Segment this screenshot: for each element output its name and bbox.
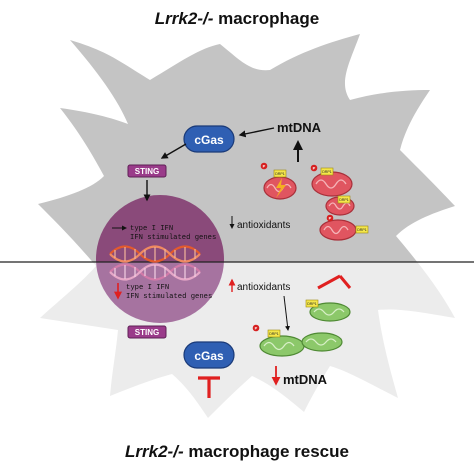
bottom-ifn-label: type I IFN IFN stimulated genes xyxy=(114,283,212,301)
bottom-ifn-line2: IFN stimulated genes xyxy=(126,293,212,301)
bottom-ifn-line1: type I IFN xyxy=(126,284,169,292)
bottom-cgas: cGas xyxy=(183,341,235,369)
svg-text:DRP1: DRP1 xyxy=(307,302,317,306)
dna-helix-bottom xyxy=(109,263,201,281)
top-sting-label: STING xyxy=(135,167,159,176)
top-antioxidants: antioxidants xyxy=(229,216,290,231)
top-cgas-label: cGas xyxy=(194,133,224,147)
mitochondrion-6: DRP1 xyxy=(305,299,351,322)
mitochondrion-2: DRP1 P xyxy=(310,164,353,197)
bottom-antioxidants: antioxidants xyxy=(228,278,290,293)
top-mtdna-label: mtDNA xyxy=(277,120,322,135)
bottom-antioxidants-label: antioxidants xyxy=(237,282,290,293)
svg-text:P: P xyxy=(263,164,266,169)
cgas-to-sting-arrow xyxy=(160,143,187,159)
lightning-icon xyxy=(276,178,286,198)
top-title: Lrrk2-/- macrophage xyxy=(155,9,319,28)
top-sting: STING xyxy=(127,164,167,178)
bottom-sting-label: STING xyxy=(135,328,159,337)
dna-helix-top xyxy=(109,245,201,263)
svg-text:P: P xyxy=(255,326,258,331)
antioxidants-to-mito-arrow xyxy=(283,295,291,331)
svg-text:DRP1: DRP1 xyxy=(357,228,367,232)
inhibition-symbol-mito xyxy=(317,274,352,290)
top-ifn-line1: type I IFN xyxy=(130,225,173,233)
top-antioxidants-label: antioxidants xyxy=(237,220,290,231)
nucleus-top xyxy=(96,195,224,262)
svg-text:DRP1: DRP1 xyxy=(322,170,332,174)
top-ifn-line2: IFN stimulated genes xyxy=(130,234,216,242)
bottom-sting: STING xyxy=(127,325,167,339)
top-cgas: cGas xyxy=(183,125,235,153)
mitochondrion-4: DRP1 P xyxy=(319,214,369,241)
bottom-mtdna: mtDNA xyxy=(271,366,328,387)
mitochondrion-5: DRP1 P xyxy=(252,324,305,357)
bottom-cgas-label: cGas xyxy=(194,349,224,363)
svg-text:P: P xyxy=(329,216,332,221)
bottom-mtdna-label: mtDNA xyxy=(283,372,328,387)
svg-text:P: P xyxy=(313,166,316,171)
svg-text:DRP1: DRP1 xyxy=(275,172,285,176)
svg-text:DRP1: DRP1 xyxy=(269,332,279,336)
inhibition-symbol-cgas xyxy=(198,376,220,398)
mitochondrion-1: DRP1 P xyxy=(260,162,297,200)
bottom-title: Lrrk2-/- macrophage rescue xyxy=(125,442,349,461)
mitochondrion-7 xyxy=(301,332,343,352)
mitochondrion-3: DRP1 xyxy=(325,195,355,216)
top-ifn-label: type I IFN IFN stimulated genes xyxy=(112,225,216,242)
svg-text:DRP1: DRP1 xyxy=(339,198,349,202)
mtdna-to-cgas-arrow xyxy=(238,127,275,138)
